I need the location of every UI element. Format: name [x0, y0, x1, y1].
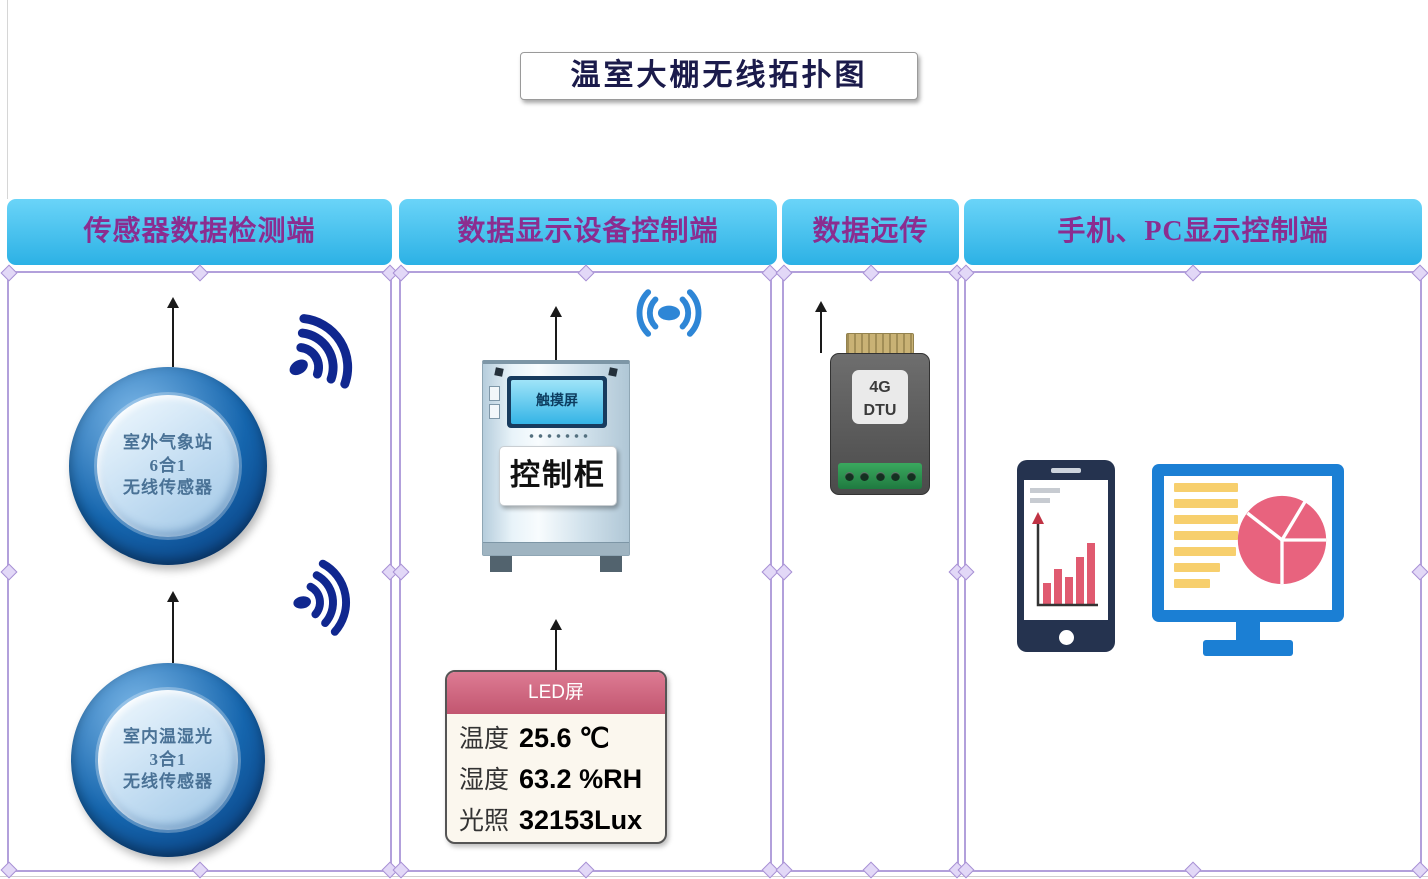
border-ornament [392, 264, 410, 282]
control-cabinet: 触摸屏 控制柜 [482, 360, 630, 572]
border-ornament [862, 264, 879, 282]
sensor-label-line: 3合1 [149, 749, 187, 769]
cabinet-switch [489, 404, 500, 419]
led-reading-temperature: 温度 25.6 ℃ [459, 719, 653, 760]
touch-screen: 触摸屏 [507, 376, 607, 428]
border-ornament [1184, 264, 1202, 282]
text-line [1174, 563, 1220, 572]
led-display-panel: LED屏 温度 25.6 ℃ 湿度 63.2 %RH 光照 32153Lux [445, 670, 667, 844]
text-line [1174, 483, 1238, 492]
dtu-label-line: 4G [869, 379, 891, 396]
terminal-pin [875, 471, 885, 481]
cabinet-base [483, 542, 629, 555]
led-reading-humidity: 湿度 63.2 %RH [459, 760, 653, 801]
sensor-label-line: 6合1 [149, 455, 187, 475]
sensor-node-outdoor: 室外气象站 6合1 无线传感器 [69, 367, 267, 565]
column-header-transfer: 数据远传 [782, 199, 959, 265]
border-ornament [1411, 563, 1428, 580]
border-ornament [191, 264, 208, 282]
led-reading-label: 光照 [459, 808, 510, 835]
border-ornament [392, 563, 410, 580]
text-line [1174, 531, 1238, 540]
smartphone-icon [1017, 460, 1115, 652]
border-ornament [577, 264, 594, 282]
terminal-pin [891, 471, 900, 481]
dtu-connector [846, 333, 914, 354]
border-ornament [775, 264, 793, 282]
text-line [1174, 499, 1238, 508]
led-reading-value: 25.6 ℃ [519, 723, 610, 753]
panel-clients [957, 264, 1428, 879]
column-header-sensors: 传感器数据检测端 [7, 199, 392, 265]
monitor-screen [1164, 476, 1332, 610]
canvas-edge-line [0, 876, 1428, 877]
canvas-edge-line [7, 0, 8, 199]
bar-chart-icon [1032, 512, 1098, 607]
terminal-pin [860, 471, 869, 481]
wireless-broadcast-icon [636, 289, 702, 337]
phone-speaker [1051, 468, 1081, 473]
led-reading-light: 光照 32153Lux [459, 801, 653, 842]
phone-screen [1024, 480, 1108, 620]
sensor-face: 室内温湿光 3合1 无线传感器 [98, 690, 238, 830]
sensor-label: 室外气象站 6合1 无线传感器 [123, 432, 213, 501]
pie-chart-icon [1237, 495, 1327, 585]
column-header-display: 数据显示设备控制端 [399, 199, 777, 265]
led-reading-value: 63.2 %RH [519, 764, 643, 794]
led-panel-title: LED屏 [447, 672, 665, 714]
dtu-label-line: DTU [863, 402, 897, 420]
led-reading-label: 温度 [459, 726, 510, 753]
border-ornament [0, 563, 18, 580]
dtu-terminal-block [838, 463, 922, 489]
touch-screen-label: 触摸屏 [511, 380, 603, 424]
led-reading-value: 32153Lux [519, 805, 643, 835]
cabinet-leg [600, 556, 622, 572]
antenna-icon [814, 301, 828, 353]
text-line [1174, 547, 1236, 556]
panel-display-control: 触摸屏 控制柜 LED屏 温度 25.6 ℃ 湿度 63. [392, 264, 779, 879]
text-line [1030, 498, 1050, 503]
antenna-icon [549, 306, 563, 360]
antenna-icon [549, 619, 563, 670]
sensor-label-line: 室内温湿光 [122, 726, 213, 746]
wifi-signal-icon [289, 314, 353, 389]
sensor-label-line: 无线传感器 [122, 478, 213, 498]
monitor-stand-neck [1236, 622, 1260, 640]
column-header-client: 手机、PC显示控制端 [964, 199, 1422, 265]
cabinet-label: 控制柜 [499, 446, 617, 506]
antenna-icon [166, 591, 180, 663]
sensor-face: 室外气象站 6合1 无线传感器 [96, 394, 240, 538]
border-ornament [0, 264, 18, 282]
indicator-dots [527, 433, 589, 439]
led-readings: 温度 25.6 ℃ 湿度 63.2 %RH 光照 32153Lux [447, 714, 665, 842]
phone-home-button [1059, 630, 1074, 645]
led-reading-label: 湿度 [459, 767, 510, 794]
sensor-label: 室内温湿光 3合1 无线传感器 [123, 726, 213, 795]
sensor-label-line: 室外气象站 [122, 432, 213, 452]
cabinet-switch [489, 386, 500, 401]
panel-sensors: 室外气象站 6合1 无线传感器 室内温湿光 3合1 无线传感器 [0, 264, 399, 879]
sensor-node-indoor: 室内温湿光 3合1 无线传感器 [71, 663, 265, 857]
terminal-pin [844, 471, 854, 481]
sensor-label-line: 无线传感器 [122, 772, 213, 792]
text-line [1030, 488, 1060, 493]
monitor-icon [1152, 464, 1344, 622]
text-lines [1174, 483, 1238, 588]
border-ornament [1411, 264, 1428, 282]
antenna-icon [166, 297, 180, 367]
border-ornament [775, 563, 793, 580]
text-line [1174, 579, 1210, 588]
wifi-signal-icon [293, 559, 351, 636]
dtu-device: 4G DTU [830, 353, 930, 495]
screw-mark-icon [494, 367, 504, 377]
panel-remote-transfer: 4G DTU [775, 264, 966, 879]
cabinet-body: 触摸屏 控制柜 [482, 360, 630, 556]
diagram-title: 温室大棚无线拓扑图 [520, 52, 918, 100]
terminal-pin [906, 471, 916, 481]
text-line [1174, 515, 1238, 524]
cabinet-leg [490, 556, 512, 572]
screw-mark-icon [608, 367, 618, 377]
dtu-label: 4G DTU [852, 370, 908, 424]
monitor-stand-base [1203, 640, 1293, 656]
